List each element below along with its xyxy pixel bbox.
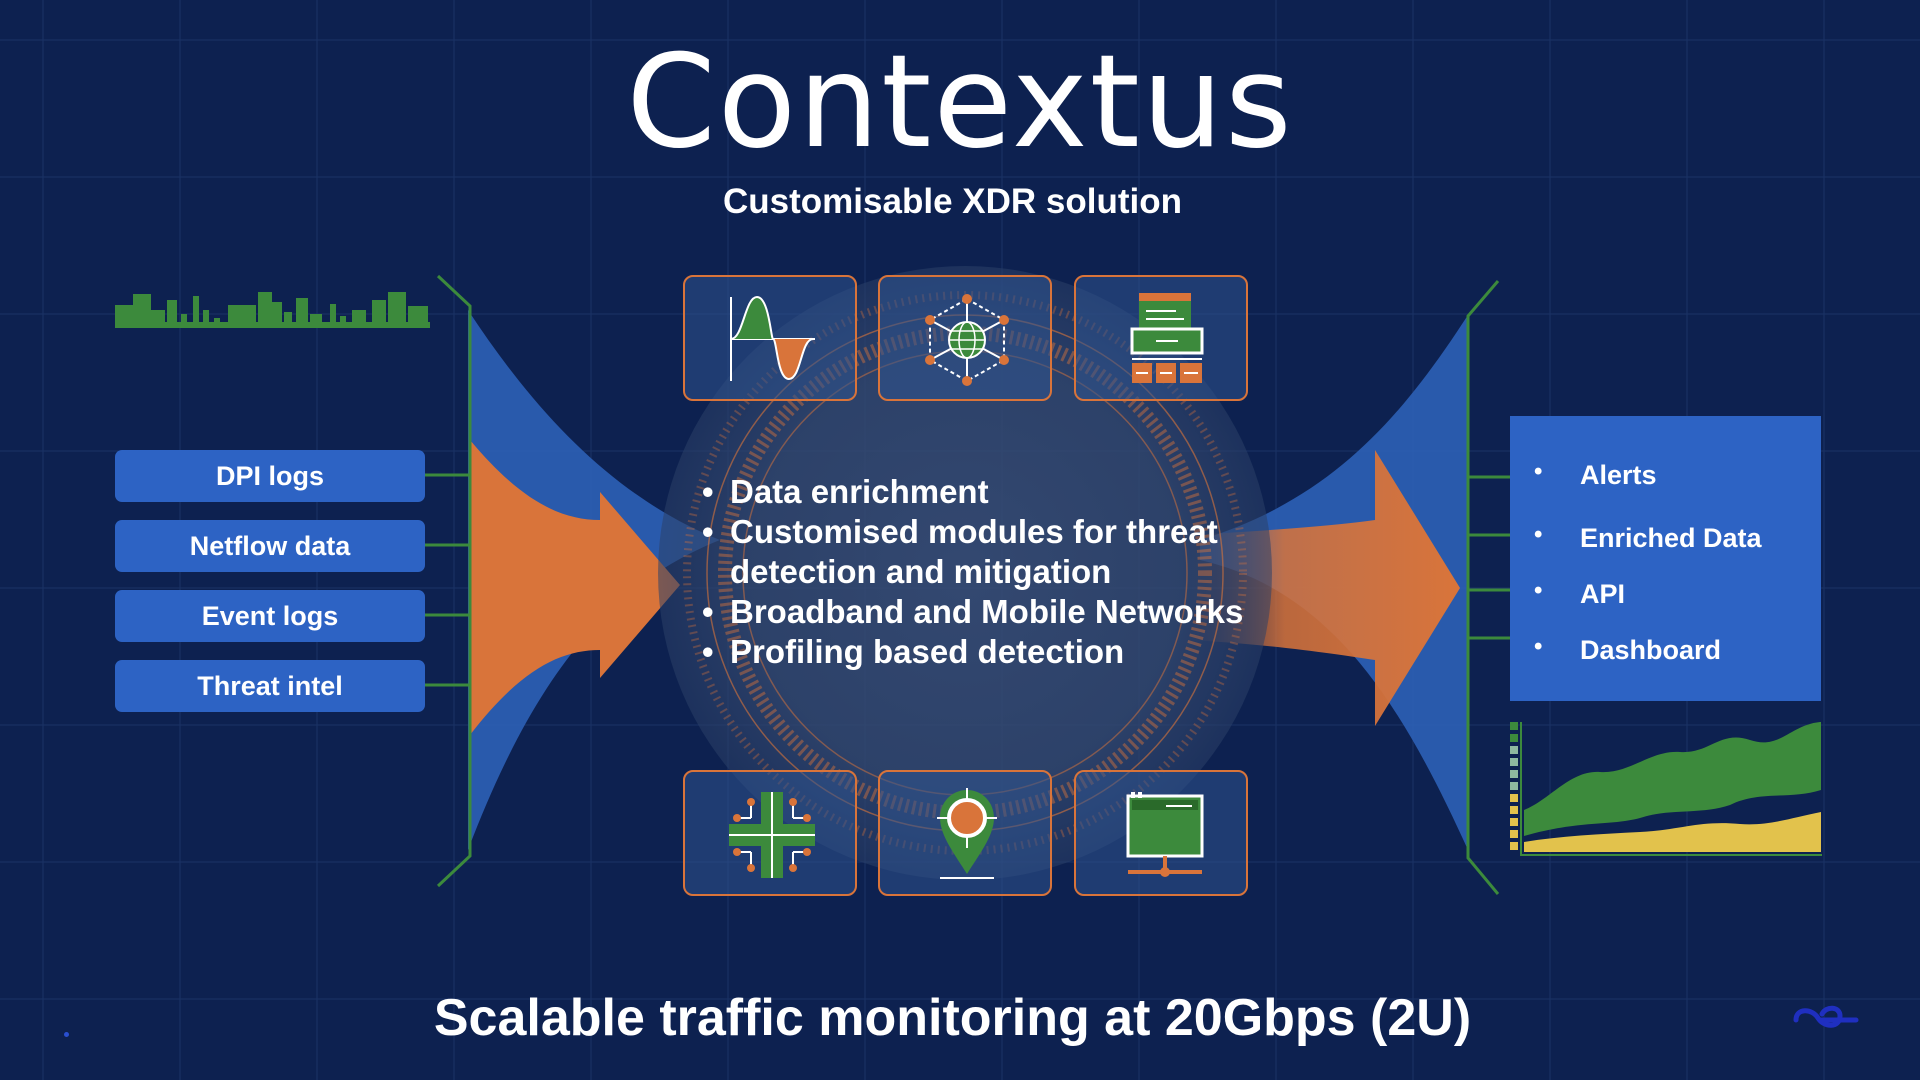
brand-logo-icon — [1793, 1005, 1859, 1028]
location-pin-icon — [878, 770, 1052, 896]
slide-subtitle: Customisable XDR solution — [723, 182, 1182, 221]
right-bracket — [1466, 280, 1500, 895]
capability-item: Profiling based detection — [700, 632, 1340, 672]
capability-item: Customised modules for threat detection … — [700, 512, 1340, 592]
slide-title: Contextus — [626, 28, 1294, 177]
corner-dot — [64, 1032, 69, 1037]
left-orange-arrow — [470, 440, 680, 735]
area-chart-icon — [1510, 722, 1822, 856]
bullet-icon: • — [1534, 521, 1543, 548]
input-box-event-logs: Event logs — [115, 590, 425, 642]
capability-item: Data enrichment — [700, 472, 1340, 512]
wave-chart-icon — [683, 275, 857, 401]
capability-item: Broadband and Mobile Networks — [700, 592, 1340, 632]
input-box-netflow-data: Netflow data — [115, 520, 425, 572]
capability-list: Data enrichment Customised modules for t… — [700, 472, 1340, 672]
outputs-panel: • Alerts • Enriched Data • API • Dashboa… — [1510, 416, 1821, 701]
left-bracket — [436, 274, 472, 888]
bullet-icon: • — [1534, 633, 1543, 660]
slide-footer: Scalable traffic monitoring at 20Gbps (2… — [433, 989, 1472, 1047]
monitor-icon — [1074, 770, 1248, 896]
bar-sparkline-icon — [115, 292, 430, 328]
input-box-threat-intel: Threat intel — [115, 660, 425, 712]
circuit-cross-icon — [683, 770, 857, 896]
input-box-dpi-logs: DPI logs — [115, 450, 425, 502]
network-globe-icon — [878, 275, 1052, 401]
bullet-icon: • — [1534, 458, 1543, 485]
server-rack-icon — [1074, 275, 1248, 401]
bullet-icon: • — [1534, 577, 1543, 604]
